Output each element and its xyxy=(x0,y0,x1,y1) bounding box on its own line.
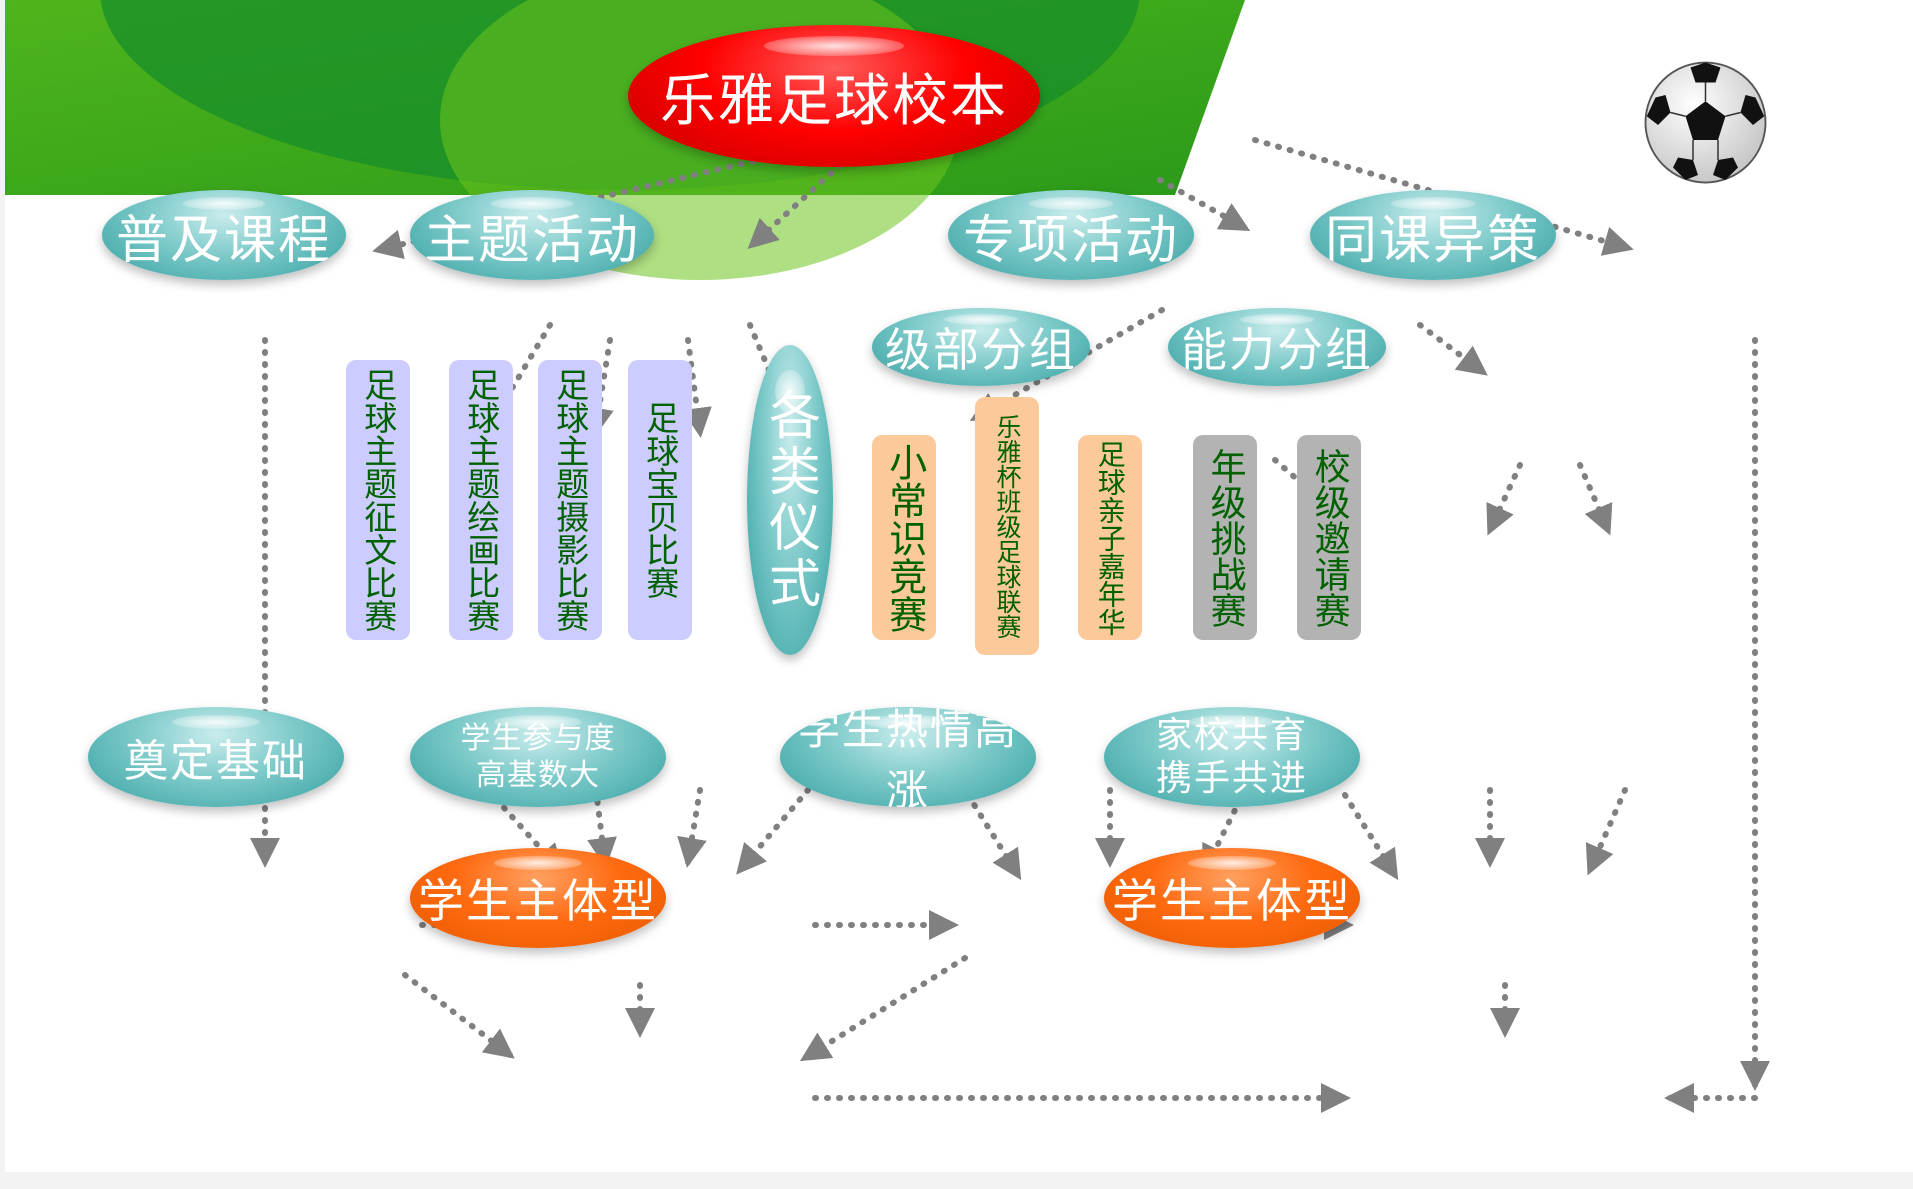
theme-item-label: 足球主题摄影比赛 xyxy=(550,368,590,632)
node-label: 学生参与度高基数大 xyxy=(460,720,616,794)
arrow xyxy=(677,787,707,868)
group-item-label: 校级邀请赛 xyxy=(1308,447,1350,628)
arrow xyxy=(747,162,843,250)
group-item-label: 小常识竞赛 xyxy=(882,442,927,633)
node-high-participation: 学生参与度高基数大 xyxy=(410,707,666,807)
node-label: 学生热情高涨 xyxy=(797,707,1018,807)
group-item-school-invitational: 校级邀请赛 xyxy=(1297,435,1361,640)
node-label: 普及课程 xyxy=(115,210,332,271)
node-home-school: 家校共育携手共进 xyxy=(1104,707,1360,807)
arrow xyxy=(402,972,515,1059)
arrow xyxy=(799,955,968,1062)
arrow xyxy=(1157,177,1251,231)
arrow xyxy=(1585,787,1628,876)
node-label: 学生主体型 xyxy=(1112,874,1352,928)
arrow xyxy=(682,337,712,438)
root-node: 乐雅足球校本 xyxy=(628,25,1040,167)
arrow xyxy=(736,787,811,875)
group-item-label: 足球亲子嘉年华 xyxy=(1093,439,1127,636)
soccer-ball-icon xyxy=(1644,61,1767,184)
group-item-label: 乐雅杯班级足球联赛 xyxy=(993,413,1022,639)
node-same-class-different-strategy: 同课异策 xyxy=(1310,190,1556,280)
slide-background xyxy=(5,0,1913,1172)
node-theme-activities: 主题活动 xyxy=(410,190,654,280)
node-label: 主题活动 xyxy=(423,210,640,271)
node-ability-grouping: 能力分组 xyxy=(1168,308,1386,386)
node-label: 学生主体型 xyxy=(418,874,658,928)
node-lay-foundation: 奠定基础 xyxy=(88,707,344,807)
group-item-grade-challenge: 年级挑战赛 xyxy=(1193,435,1257,640)
group-item-label: 年级挑战赛 xyxy=(1204,447,1246,628)
theme-item-label: 足球主题征文比赛 xyxy=(358,368,398,632)
node-special-activities: 专项活动 xyxy=(948,190,1194,280)
node-label: 同课异策 xyxy=(1324,210,1541,271)
node-label: 家校共育携手共进 xyxy=(1155,714,1308,799)
node-label: 各类仪式 xyxy=(759,388,820,612)
arrow xyxy=(1486,462,1523,536)
arrow xyxy=(587,787,617,868)
node-label: 能力分组 xyxy=(1181,323,1373,377)
node-grade-grouping: 级部分组 xyxy=(872,308,1090,386)
node-outcome-student-centered-right: 学生主体型 xyxy=(1104,848,1360,948)
arrow xyxy=(1417,322,1488,376)
theme-item-essay: 足球主题征文比赛 xyxy=(346,360,410,640)
root-label: 乐雅足球校本 xyxy=(660,68,1008,134)
theme-item-photo: 足球主题摄影比赛 xyxy=(538,360,602,640)
arrow xyxy=(1342,792,1399,881)
arrow xyxy=(584,337,614,438)
theme-item-label: 足球主题绘画比赛 xyxy=(461,368,501,632)
node-ceremonies: 各类仪式 xyxy=(747,345,833,655)
group-item-league: 乐雅杯班级足球联赛 xyxy=(975,397,1039,655)
node-outcome-student-centered-left: 学生主体型 xyxy=(410,848,666,948)
arrow xyxy=(1202,797,1243,876)
theme-item-drawing: 足球主题绘画比赛 xyxy=(449,360,513,640)
node-popular-course: 普及课程 xyxy=(102,190,346,280)
node-label: 奠定基础 xyxy=(124,736,308,787)
arrow xyxy=(1577,462,1613,536)
node-enthusiasm: 学生热情高涨 xyxy=(780,707,1036,807)
arrow xyxy=(483,322,553,436)
group-item-carnival: 足球亲子嘉年华 xyxy=(1078,435,1142,640)
arrow xyxy=(965,792,1022,881)
theme-item-label: 足球宝贝比赛 xyxy=(640,401,680,599)
node-label: 专项活动 xyxy=(962,210,1179,271)
group-item-quiz: 小常识竞赛 xyxy=(872,435,936,640)
theme-item-baby: 足球宝贝比赛 xyxy=(628,360,692,640)
node-label: 级部分组 xyxy=(885,323,1077,377)
